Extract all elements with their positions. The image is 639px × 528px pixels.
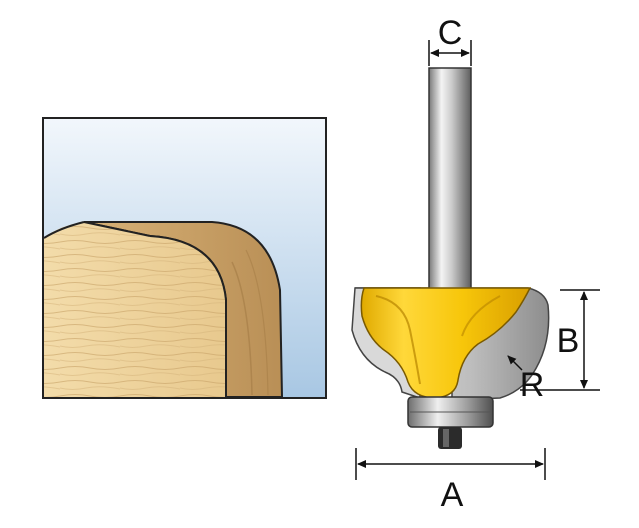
dimension-a-label: A <box>441 476 464 514</box>
dimension-c-label: C <box>438 14 463 52</box>
dimension-b-label: B <box>557 322 580 360</box>
pilot-screw <box>438 427 462 449</box>
shank <box>428 67 472 291</box>
board-panel <box>42 117 327 399</box>
dimension-c: C <box>428 14 472 66</box>
dimension-b: B <box>520 289 600 391</box>
dimension-a: A <box>355 448 546 514</box>
router-bit <box>351 67 550 449</box>
dimension-r: R <box>507 355 545 404</box>
dimension-r-label: R <box>520 366 545 404</box>
